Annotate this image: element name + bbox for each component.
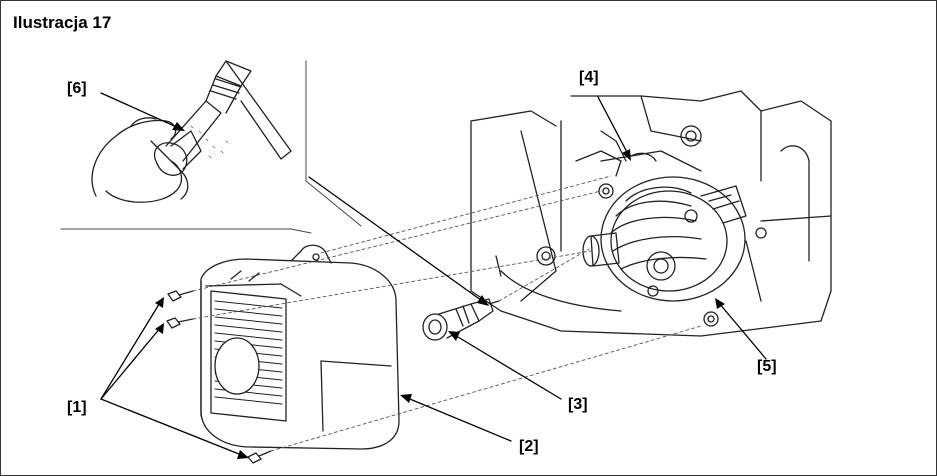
engine-block-illustration xyxy=(470,90,832,337)
bolts-part-1 xyxy=(166,290,272,464)
callout-label-4: [4] xyxy=(579,69,599,86)
muffler-cover-part-2 xyxy=(200,244,400,450)
callout-label-1: [1] xyxy=(67,399,87,416)
inset-separator xyxy=(60,60,362,234)
callout-label-5: [5] xyxy=(757,358,777,375)
callout-leader-lines xyxy=(100,92,767,457)
cylinder-head-part-5 xyxy=(582,176,747,302)
inset-hand-brush-illustration xyxy=(91,60,292,203)
callout-label-2: [2] xyxy=(519,438,539,455)
assembly-guide-lines xyxy=(192,175,702,452)
callout-arrowheads xyxy=(155,122,725,459)
figure-title: Ilustracja 17 xyxy=(13,13,112,32)
callout-label-3: [3] xyxy=(568,396,588,413)
callout-label-6: [6] xyxy=(67,80,87,97)
